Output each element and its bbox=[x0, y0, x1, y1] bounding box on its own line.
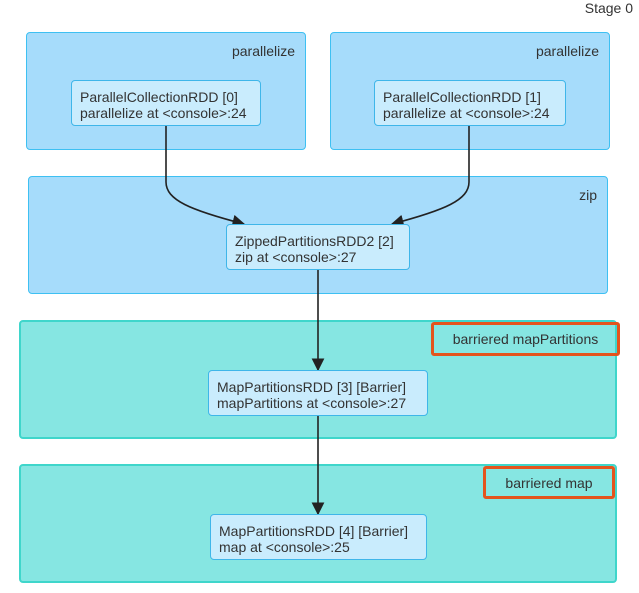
node-title: ParallelCollectionRDD [1] bbox=[383, 89, 541, 105]
cluster-label: barriered map bbox=[505, 474, 593, 491]
node-title: MapPartitionsRDD [3] [Barrier] bbox=[217, 379, 407, 395]
node-title: ZippedPartitionsRDD2 [2] bbox=[235, 233, 394, 249]
highlight-barriered-map: barriered map bbox=[483, 466, 615, 499]
node-subtitle: parallelize at <console>:24 bbox=[80, 105, 247, 121]
node-title: MapPartitionsRDD [4] [Barrier] bbox=[219, 523, 409, 539]
node-rdd1[interactable]: ParallelCollectionRDD [1] parallelize at… bbox=[374, 80, 566, 126]
node-rdd4[interactable]: MapPartitionsRDD [4] [Barrier] map at <c… bbox=[210, 514, 427, 560]
node-title: ParallelCollectionRDD [0] bbox=[80, 89, 238, 105]
node-rdd2[interactable]: ZippedPartitionsRDD2 [2] zip at <console… bbox=[226, 224, 410, 270]
edge-rdd1-rdd2 bbox=[390, 126, 470, 228]
node-rdd3[interactable]: MapPartitionsRDD [3] [Barrier] mapPartit… bbox=[208, 370, 428, 416]
cluster-label: parallelize bbox=[231, 43, 295, 59]
stage-label: Stage 0 bbox=[584, 0, 633, 16]
highlight-barriered-mappartitions: barriered mapPartitions bbox=[431, 322, 620, 356]
node-subtitle: parallelize at <console>:24 bbox=[383, 105, 550, 121]
edge-rdd0-rdd2 bbox=[165, 126, 246, 228]
node-subtitle: map at <console>:25 bbox=[219, 539, 350, 555]
cluster-label: parallelize bbox=[535, 43, 599, 59]
cluster-label: zip bbox=[579, 187, 597, 203]
node-rdd0[interactable]: ParallelCollectionRDD [0] parallelize at… bbox=[71, 80, 261, 126]
node-subtitle: mapPartitions at <console>:27 bbox=[217, 395, 407, 411]
cluster-label: barriered mapPartitions bbox=[452, 331, 599, 347]
node-subtitle: zip at <console>:27 bbox=[235, 249, 357, 265]
